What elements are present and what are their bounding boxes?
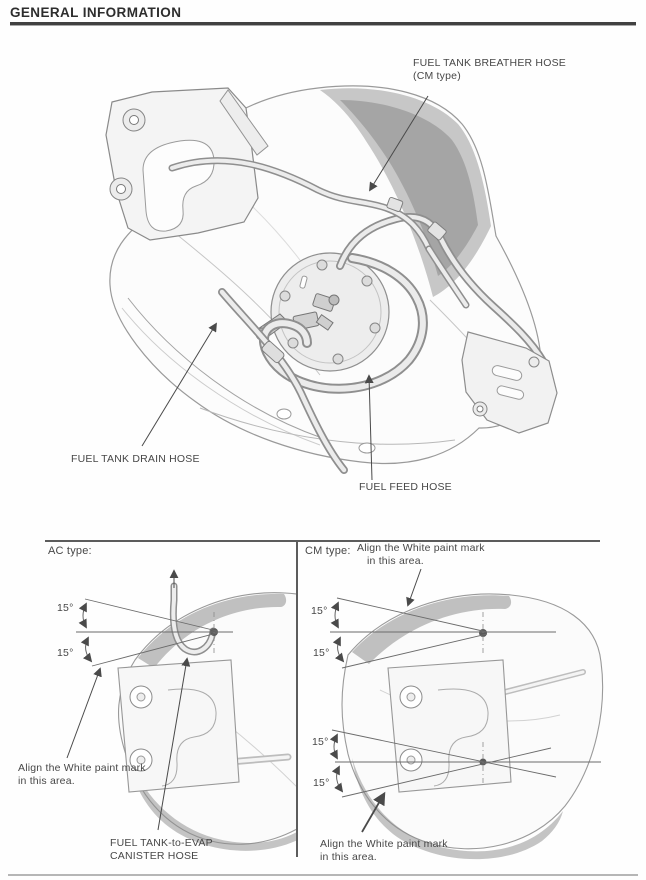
cm-front-angle-lines	[330, 597, 556, 669]
comparison-box-divider	[296, 540, 298, 857]
label-line: Align the White paint mark	[320, 838, 448, 850]
ac-paint-mark-note: Align the White paint mark in this area.	[18, 762, 146, 788]
cm-paint-mark-bottom-arrow	[361, 791, 386, 833]
ac-bracket	[117, 659, 240, 793]
ac-type-diagram	[66, 569, 296, 851]
fuel-tank-drain-hose	[218, 288, 348, 474]
label-line: FUEL TANK BREATHER HOSE	[413, 57, 566, 69]
cm-paint-mark-note-top: Align the White paint mark in this area.	[357, 542, 485, 568]
cm-rear-angle-lines	[331, 729, 601, 798]
fuel-tank-illustration	[105, 85, 558, 481]
cm-bracket	[387, 659, 512, 793]
drain-hose-arrow	[141, 322, 217, 447]
label-line: in this area.	[367, 555, 424, 567]
ac-canister-hose-label: FUEL TANK-to-EVAP CANISTER HOSE	[110, 837, 213, 863]
rear-mount-bracket	[461, 331, 558, 434]
label-feed-hose: FUEL FEED HOSE	[359, 481, 452, 493]
cm-type-diagram	[329, 568, 604, 860]
hose-clip	[427, 221, 447, 241]
ac-canister-hose-arrow	[157, 657, 191, 831]
fuel-feed-hose	[258, 253, 428, 394]
comparison-box-top-rule	[45, 540, 600, 542]
label-line: in this area.	[320, 851, 377, 863]
cm-paint-mark-note-bottom: Align the White paint mark in this area.	[320, 838, 448, 864]
fuel-tank-breather-hose	[168, 157, 470, 309]
cm-angle-front-lower: 15°	[313, 647, 330, 659]
breather-hose-arrow	[369, 95, 429, 192]
ac-canister-hose	[169, 582, 217, 656]
page-footer-rule	[8, 874, 638, 876]
hose-clamp	[261, 340, 285, 364]
cm-panel-title: CM type:	[305, 545, 351, 557]
label-line: Align the White paint mark	[357, 542, 485, 554]
feed-hose-arrow	[364, 374, 374, 481]
header-rule	[10, 22, 636, 26]
label-line: (CM type)	[413, 70, 461, 82]
label-breather-hose: FUEL TANK BREATHER HOSE (CM type)	[413, 57, 566, 83]
ac-angle-upper: 15°	[57, 602, 74, 614]
page-title: GENERAL INFORMATION	[10, 5, 182, 20]
cm-angle-rear-upper: 15°	[312, 736, 329, 748]
ac-angle-lower: 15°	[57, 647, 74, 659]
label-line: CANISTER HOSE	[110, 850, 199, 862]
hose-clip	[386, 196, 404, 212]
label-line: Align the White paint mark	[18, 762, 146, 774]
ac-angle-lines	[76, 598, 233, 667]
cm-angle-rear-lower: 15°	[313, 777, 330, 789]
cm-angle-front-upper: 15°	[311, 605, 328, 617]
ac-paint-mark-arrow	[66, 667, 102, 759]
cm-paint-mark-top-arrow	[406, 568, 422, 607]
ac-panel-title: AC type:	[48, 545, 92, 557]
label-drain-hose: FUEL TANK DRAIN HOSE	[71, 453, 200, 465]
label-line: in this area.	[18, 775, 75, 787]
label-line: FUEL TANK-to-EVAP	[110, 837, 213, 849]
